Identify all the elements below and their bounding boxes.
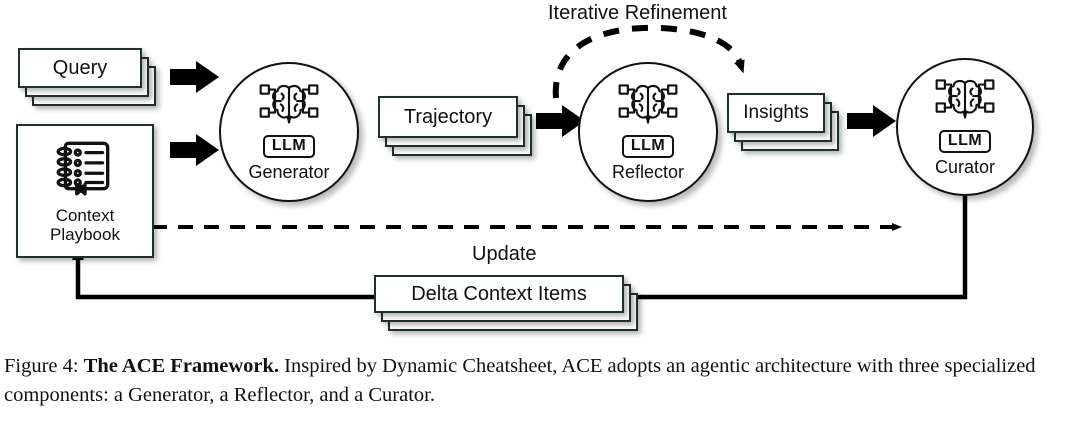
brain-network-icon [259,83,319,134]
ace-framework-diagram: Query [16,2,1034,335]
arrow-query-to-generator [170,59,220,100]
arrow-trajectory-to-reflector [536,103,586,144]
card-query[interactable]: Query [18,48,168,110]
card-sheet-front [378,96,518,138]
agent-reflector[interactable]: LLM Reflector [578,62,718,202]
notebook-icon [52,133,118,204]
agent-generator-label: Generator [248,161,330,182]
iterative-refinement-arc [552,24,745,99]
arrow-insights-to-curator [847,103,897,144]
card-sheet-front [18,48,142,88]
llm-badge: LLM [938,130,992,153]
card-trajectory[interactable]: Trajectory [378,96,544,162]
caption-prefix: Figure 4: [4,355,79,377]
update-label: Update [472,243,537,265]
llm-badge: LLM [621,135,675,158]
agent-curator[interactable]: LLM Curator [896,58,1034,196]
caption-bold-title: The ACE Framework. [83,355,280,377]
card-trajectory-label: Trajectory [403,105,493,128]
card-insights[interactable]: Insights [727,93,851,155]
brain-network-icon [935,78,995,129]
agent-reflector-label: Reflector [611,161,685,182]
card-insights-label: Insights [743,102,809,123]
iterative-refinement-label: Iterative Refinement [548,2,727,24]
agent-generator[interactable]: LLM Generator [219,62,359,202]
figure-caption: Figure 4: The ACE Framework. Inspired by… [0,352,1080,410]
arrow-playbook-to-generator [170,132,220,173]
box-context-playbook[interactable]: Context Playbook [16,124,154,258]
card-sheet-front [727,93,825,133]
brain-network-icon [618,83,678,134]
card-delta-context-items[interactable]: Delta Context Items [374,275,650,335]
card-query-label: Query [52,56,108,79]
caption-body: Inspired by Dynamic Cheatsheet, ACE adop… [4,355,1036,406]
card-sheet-front [374,275,624,313]
llm-badge: LLM [262,135,316,158]
box-context-playbook-label: Context Playbook [50,206,120,245]
card-delta-context-items-label: Delta Context Items [411,282,587,305]
agent-curator-label: Curator [934,156,996,177]
